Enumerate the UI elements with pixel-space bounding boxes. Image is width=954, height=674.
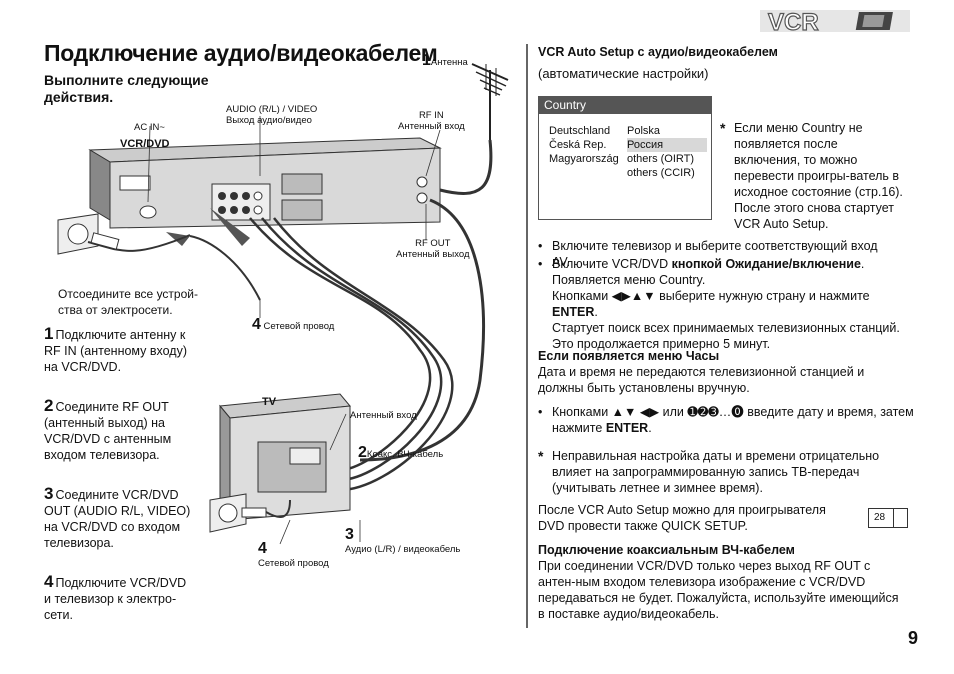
clock-heading: Если появляется меню Часы	[538, 349, 720, 363]
column-divider	[526, 44, 528, 628]
country-option[interactable]: others (OIRT)	[627, 153, 695, 165]
star-mark: *	[720, 120, 726, 136]
auto-setup-heading: VCR Auto Setup с аудио/видеокабелем	[538, 45, 778, 59]
country-menu-title: Country	[539, 97, 711, 114]
country-option[interactable]: Polska	[627, 125, 661, 137]
page-number: 9	[907, 628, 918, 648]
coax-heading: Подключение коаксиальным ВЧ-кабелем	[538, 543, 795, 557]
vcr-dvd-label: VCR/DVD	[120, 138, 170, 150]
page-ref-book-icon: 28	[868, 508, 908, 528]
number-keys-icon: ➊➋➌…⓿	[687, 405, 744, 419]
country-option[interactable]: Deutschland	[549, 125, 611, 137]
coax-cable-label: 2Коакс. ВЧ-кабель	[358, 444, 444, 461]
clock-text: Дата и время не передаются телевизионной…	[538, 365, 865, 395]
power-cord-label: 4 Сетевой провод	[252, 316, 335, 333]
bullet-tv-on: •Включите телевизор и выберите соответст…	[538, 239, 878, 269]
country-option[interactable]: Magyarország	[549, 153, 619, 165]
unplug-note: Отсоедините все устрой-ства от электросе…	[58, 287, 198, 317]
bullet-set-clock: • Кнопками ▲▼ ◀▶ или ➊➋➌…⓿ введите дату …	[538, 405, 914, 435]
wall-socket-icon	[209, 493, 291, 533]
country-option[interactable]: Česká Rep.	[549, 139, 607, 151]
logo-text: VCR	[768, 9, 819, 36]
connection-diagram	[40, 50, 520, 580]
vcr-logo: VCR	[760, 6, 910, 37]
tv-label: TV	[262, 396, 277, 408]
star-mark: *	[538, 448, 544, 464]
tv-unit	[219, 393, 351, 522]
auto-setup-subheading: (автоматические настройки)	[538, 66, 709, 81]
country-note: Если меню Country не появляется после вк…	[734, 121, 903, 231]
bullet-vcr-on: • Включите VCR/DVD кнопкой Ожидание/вклю…	[538, 257, 900, 351]
arrow-keys-icon: ▲▼ ◀▶	[611, 405, 660, 419]
page-subtitle: Выполните следующие действия.	[44, 72, 209, 105]
vcr-dvd-unit	[88, 137, 442, 229]
country-menu-panel: Country Deutschland Česká Rep. Magyarors…	[538, 96, 712, 220]
wall-socket-icon	[57, 213, 191, 255]
clock-warning: Неправильная настройка даты и времени от…	[552, 449, 880, 495]
arrow-keys-icon: ◀▶▲▼	[611, 289, 656, 303]
page-title: Подключение аудио/видеокабелем	[44, 40, 438, 66]
ac-in-label: AC IN~	[134, 122, 165, 133]
tv-antenna-in-label: Антенный вход	[350, 410, 417, 421]
country-option[interactable]: others (CCIR)	[627, 167, 695, 179]
antenna-label: 1Антенна	[422, 52, 468, 69]
antenna-icon	[471, 63, 509, 140]
quick-setup-note: После VCR Auto Setup можно для проигрыва…	[538, 503, 826, 533]
coax-text: При соединении VCR/DVD только через выхо…	[538, 559, 899, 621]
country-option-selected[interactable]: Россия	[627, 138, 707, 152]
